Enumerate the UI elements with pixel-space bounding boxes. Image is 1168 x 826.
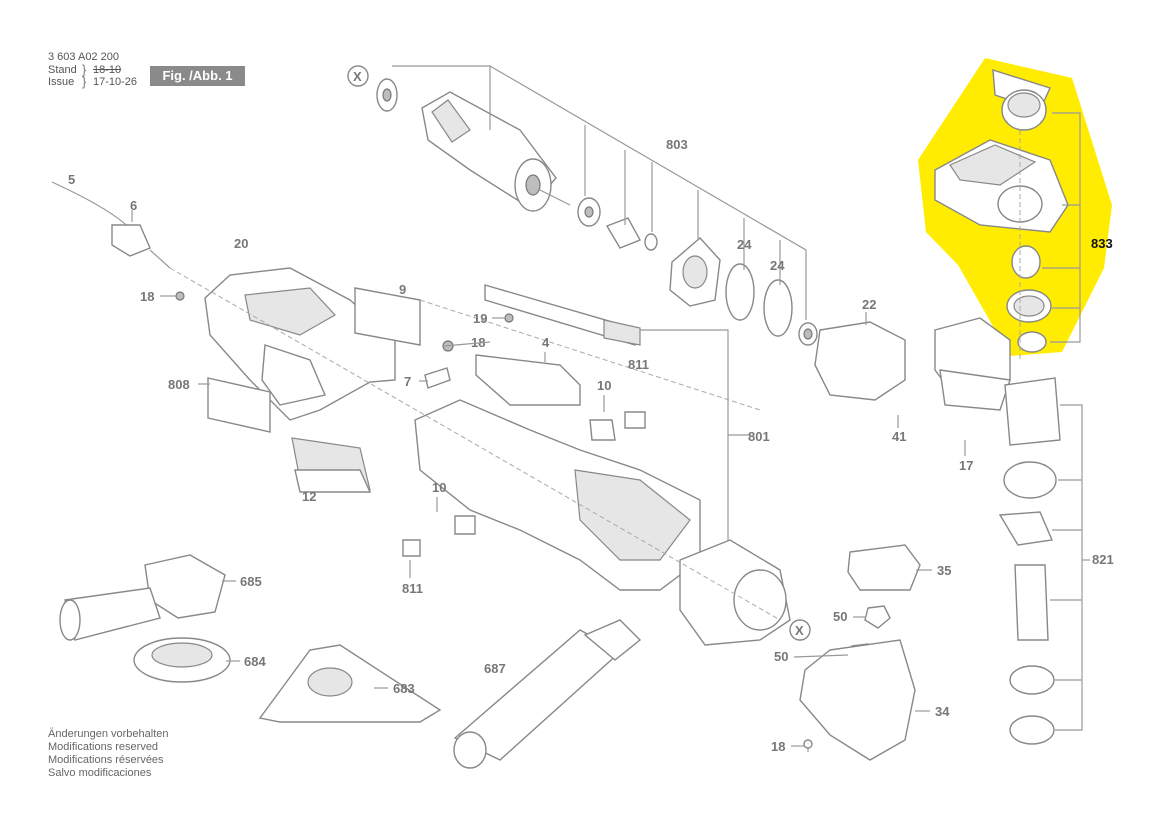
label-50b: 50 bbox=[774, 649, 788, 664]
note-de: Änderungen vorbehalten bbox=[48, 728, 169, 740]
accessory-684 bbox=[133, 637, 231, 683]
bracket-glyph: } bbox=[82, 62, 87, 77]
label-x-bottom: X bbox=[795, 623, 804, 638]
label-22: 22 bbox=[862, 297, 876, 312]
label-821: 821 bbox=[1092, 552, 1114, 567]
accessory-683 bbox=[258, 644, 442, 723]
label-687: 687 bbox=[484, 661, 506, 676]
label-12: 12 bbox=[302, 489, 316, 504]
label-7: 7 bbox=[404, 374, 411, 389]
label-801: 801 bbox=[748, 429, 770, 444]
note-es: Salvo modificaciones bbox=[48, 767, 152, 779]
label-833: 833 bbox=[1091, 236, 1113, 251]
note-fr: Modifications réservées bbox=[48, 754, 164, 766]
label-5: 5 bbox=[68, 172, 75, 187]
label-685: 685 bbox=[240, 574, 262, 589]
label-20: 20 bbox=[234, 236, 248, 251]
field-coil bbox=[679, 539, 811, 646]
stand-value: 18-10 bbox=[93, 64, 122, 76]
label-9: 9 bbox=[399, 282, 406, 297]
leader-803 bbox=[392, 65, 807, 320]
issue-value: 17-10-26 bbox=[93, 76, 138, 88]
rotor-assembly bbox=[347, 65, 818, 346]
x-marker-circle-top bbox=[347, 65, 369, 87]
figure-label: Fig. /Abb. 1 bbox=[150, 66, 245, 86]
lower-gear-parts bbox=[799, 544, 921, 761]
label-683: 683 bbox=[393, 681, 415, 696]
footer-notes: Änderungen vorbehalten Modifications res… bbox=[48, 728, 168, 780]
issue-label: Issue bbox=[48, 76, 75, 88]
main-housing bbox=[291, 284, 701, 591]
label-803: 803 bbox=[666, 137, 688, 152]
bracket-glyph: } bbox=[82, 74, 87, 89]
label-41: 41 bbox=[892, 429, 906, 444]
small-parts bbox=[169, 130, 1021, 621]
label-808: 808 bbox=[168, 377, 190, 392]
cord-assembly bbox=[51, 181, 171, 269]
stand-label: Stand bbox=[48, 64, 77, 76]
label-17: 17 bbox=[959, 458, 973, 473]
label-10a: 10 bbox=[597, 378, 611, 393]
label-plate-808 bbox=[207, 377, 271, 433]
housing-half bbox=[175, 267, 396, 421]
label-50a: 50 bbox=[833, 609, 847, 624]
field-assembly bbox=[814, 317, 1011, 411]
label-4: 4 bbox=[542, 335, 550, 350]
label-plate-9 bbox=[354, 287, 421, 346]
label-684: 684 bbox=[244, 654, 266, 669]
label-24a: 24 bbox=[737, 237, 752, 252]
note-en: Modifications reserved bbox=[48, 741, 159, 753]
label-18c: 18 bbox=[771, 739, 785, 754]
handle-687 bbox=[453, 619, 642, 769]
label-10b: 10 bbox=[432, 480, 446, 495]
label-19: 19 bbox=[473, 311, 487, 326]
label-24b: 24 bbox=[770, 258, 785, 273]
label-811b: 811 bbox=[402, 581, 423, 596]
x-marker-circle-bottom bbox=[789, 619, 811, 641]
label-811a: 811 bbox=[628, 357, 649, 372]
gear-column bbox=[998, 377, 1083, 745]
part-number: 3 603 A02 200 bbox=[48, 51, 119, 63]
label-18a: 18 bbox=[140, 289, 154, 304]
label-x-top: X bbox=[353, 69, 362, 84]
label-34: 34 bbox=[935, 704, 950, 719]
label-6: 6 bbox=[130, 198, 137, 213]
accessory-685 bbox=[59, 554, 226, 641]
label-35: 35 bbox=[937, 563, 951, 578]
